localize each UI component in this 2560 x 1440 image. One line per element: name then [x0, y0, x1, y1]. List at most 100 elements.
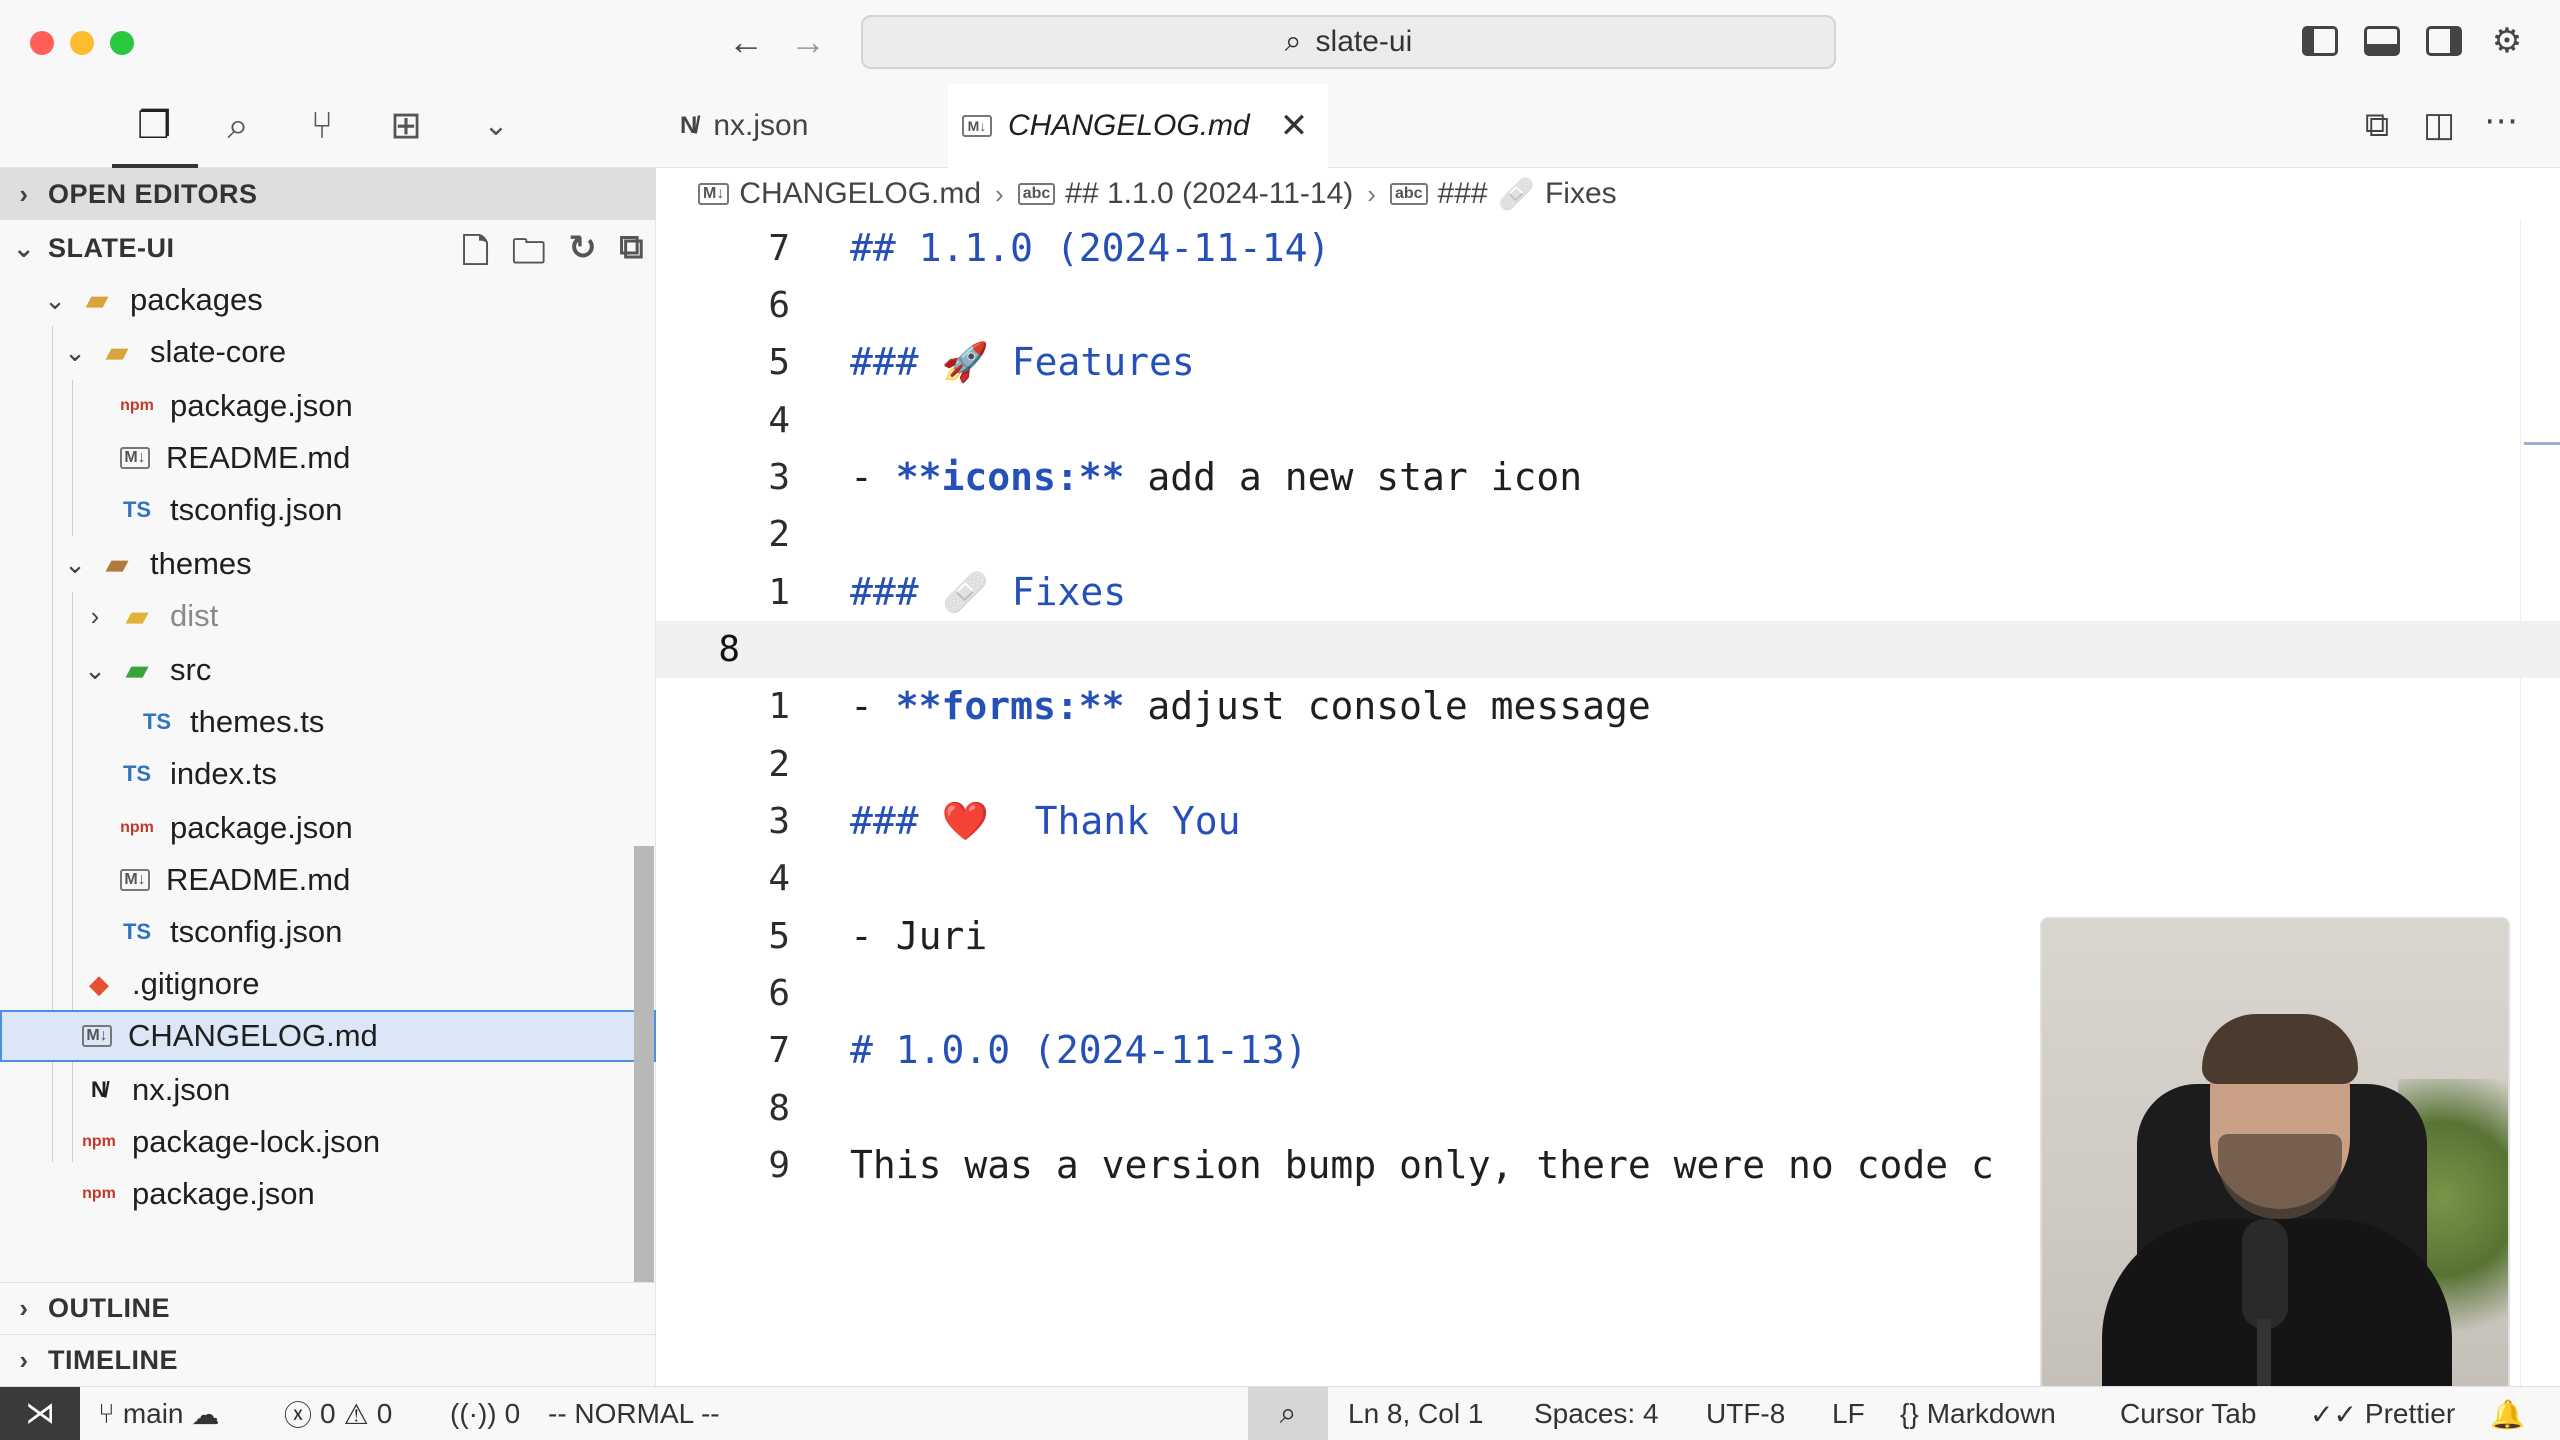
tab-changelog-md[interactable]: M↓ CHANGELOG.md ✕ [948, 84, 1328, 168]
arrow-left-icon[interactable]: ← [728, 21, 764, 62]
prettier-status[interactable]: ✓✓ Prettier [2310, 1398, 2456, 1430]
chevron-right-icon: › [19, 1345, 29, 1375]
chevron-down-icon: ⌄ [44, 284, 66, 315]
editor-line: 7 ## 1.1.0 (2024-11-14) [768, 226, 1331, 270]
braces-icon: {} [1900, 1398, 1919, 1429]
tree-file[interactable]: TS tsconfig.json [0, 906, 656, 958]
chevron-right-icon: › [995, 178, 1004, 209]
language-mode[interactable]: {} Markdown [1900, 1398, 2056, 1429]
command-center-search[interactable]: ⌕ slate-ui [861, 15, 1836, 69]
breadcrumb-subheading-prefix[interactable]: ### [1437, 177, 1488, 210]
branch-indicator[interactable]: ⑂ main ☁ [98, 1398, 220, 1430]
chevron-down-icon[interactable]: ⌄ [483, 109, 509, 142]
toggle-primary-sidebar-icon[interactable] [2302, 26, 2338, 56]
markdown-icon: M↓ [698, 183, 730, 205]
tree-folder-slate-core[interactable]: ⌄ ▰ slate-core [0, 326, 656, 378]
code-editor[interactable]: 7 ## 1.1.0 (2024-11-14) 6 5 ### 🚀 Featur… [656, 220, 2560, 1386]
tree-file-selected[interactable]: M↓ CHANGELOG.md [0, 1010, 656, 1062]
tree-file[interactable]: npm package.json [120, 388, 353, 423]
chevron-down-icon: ⌄ [64, 548, 86, 579]
tree-file[interactable]: TS tsconfig.json [0, 484, 656, 536]
chevron-right-icon: › [1367, 178, 1376, 209]
git-icon: ◆ [89, 968, 109, 999]
close-window-button[interactable] [30, 31, 54, 55]
tree-folder-themes[interactable]: ⌄ ▰ themes [0, 538, 656, 590]
extensions-icon[interactable]: ⊞ [390, 105, 422, 147]
outline-header[interactable]: › OUTLINE [0, 1282, 656, 1334]
typescript-icon: TS [122, 919, 152, 944]
breadcrumb-heading[interactable]: ## 1.1.0 (2024-11-14) [1065, 177, 1354, 210]
editor-line: 4 [768, 400, 790, 441]
editor-current-line: 8 [656, 621, 2560, 678]
status-bar: ⋊ ⑂ main ☁ ⓧ 0 ⚠ 0 ((·)) 0 -- NORMAL -- … [0, 1386, 2560, 1440]
maximize-window-button[interactable] [110, 31, 134, 55]
tree-folder-dist[interactable]: › ▰ dist [0, 590, 656, 642]
warning-icon: ⚠ [343, 1398, 369, 1430]
chevron-right-icon: › [19, 1293, 29, 1323]
tree-file[interactable]: TS index.ts [0, 748, 656, 800]
encoding[interactable]: UTF-8 [1706, 1398, 1786, 1429]
npm-icon: npm [120, 397, 154, 414]
tree-file[interactable]: TS themes.ts [0, 696, 656, 748]
tree-file[interactable]: npm package.json [82, 1176, 315, 1211]
open-editors-header[interactable]: › OPEN EDITORS [0, 168, 656, 220]
breadcrumb: M↓ CHANGELOG.md › abc ## 1.1.0 (2024-11-… [656, 168, 2560, 220]
timeline-header[interactable]: › TIMELINE [0, 1334, 656, 1386]
refresh-icon[interactable]: ↻ [568, 229, 598, 267]
new-folder-icon[interactable]: 🗀 [511, 233, 547, 271]
markdown-icon: M↓ [120, 447, 150, 469]
new-file-icon[interactable]: 🗋 [461, 233, 490, 271]
explorer-sidebar: › OPEN EDITORS ⌄ SLATE-UI 🗋 🗀 ↻ ⧉ ⌄ ▰ pa… [0, 168, 656, 1386]
minimize-window-button[interactable] [70, 31, 94, 55]
tree-file[interactable]: npm package.json [120, 810, 353, 845]
end-of-line[interactable]: LF [1832, 1398, 1865, 1429]
npm-icon: npm [82, 1185, 116, 1202]
tree-file[interactable]: npm package-lock.json [82, 1124, 381, 1159]
editor-line: 1 ### 🩹 Fixes [768, 570, 1127, 614]
split-editor-icon[interactable]: ◫ [2422, 106, 2456, 144]
close-icon[interactable]: ✕ [1279, 107, 1309, 145]
gear-icon[interactable]: ⚙ [2491, 22, 2523, 60]
breadcrumb-file[interactable]: CHANGELOG.md [739, 177, 982, 210]
editor-line: 5 ### 🚀 Features [768, 340, 1195, 384]
problems-indicator[interactable]: ⓧ 0 ⚠ 0 [284, 1387, 392, 1440]
toggle-secondary-sidebar-icon[interactable] [2426, 26, 2462, 56]
tree-folder-packages[interactable]: ⌄ ▰ packages [0, 274, 656, 326]
sidebar-scrollbar[interactable] [634, 846, 654, 1282]
source-control-icon[interactable]: ⑂ [310, 105, 334, 147]
git-branch-icon: ⑂ [98, 1398, 115, 1429]
cursor-tab[interactable]: Cursor Tab [2120, 1398, 2257, 1429]
remote-icon[interactable]: ⋊ [0, 1387, 80, 1440]
tab-nx-json[interactable]: N̸ nx.json [680, 109, 809, 142]
more-actions-icon[interactable]: ⋯ [2484, 102, 2518, 140]
toggle-panel-icon[interactable] [2364, 26, 2400, 56]
tree-file[interactable]: M↓ README.md [0, 432, 656, 484]
cursor-position[interactable]: Ln 8, Col 1 [1348, 1398, 1484, 1429]
editor-line: 4 [768, 858, 790, 899]
editor-line: 8 [768, 1088, 790, 1129]
active-view-indicator [112, 164, 198, 168]
error-icon: ⓧ [284, 1400, 313, 1431]
ports-indicator[interactable]: ((·)) 0 [450, 1398, 521, 1429]
zoom-icon[interactable]: ⌕ [1248, 1387, 1328, 1440]
breadcrumb-subheading[interactable]: Fixes [1544, 177, 1617, 210]
search-icon[interactable]: ⌕ [227, 105, 249, 147]
bandage-icon: 🩹 [1497, 177, 1535, 211]
tree-file[interactable]: N̸ nx.json [0, 1064, 656, 1116]
arrow-right-icon[interactable]: → [790, 21, 826, 62]
vim-mode: -- NORMAL -- [548, 1398, 720, 1429]
webcam-overlay [2040, 917, 2510, 1395]
tree-folder-src[interactable]: ⌄ ▰ src [0, 644, 656, 696]
explorer-icon[interactable]: ❐ [136, 105, 172, 147]
project-header[interactable]: ⌄ SLATE-UI 🗋 🗀 ↻ ⧉ [0, 222, 656, 274]
symbol-string-icon: abc [1389, 183, 1428, 205]
person-hair [2202, 1014, 2358, 1084]
indentation[interactable]: Spaces: 4 [1534, 1398, 1659, 1429]
tree-file[interactable]: M↓ README.md [0, 854, 656, 906]
collapse-all-icon[interactable]: ⧉ [619, 228, 644, 266]
bell-icon[interactable]: 🔔 [2490, 1398, 2525, 1430]
nx-icon: N̸ [91, 1077, 107, 1102]
open-preview-icon[interactable]: ⧉ [2364, 106, 2390, 144]
markdown-icon: M↓ [120, 869, 150, 891]
tree-file[interactable]: ◆ .gitignore [0, 958, 656, 1010]
